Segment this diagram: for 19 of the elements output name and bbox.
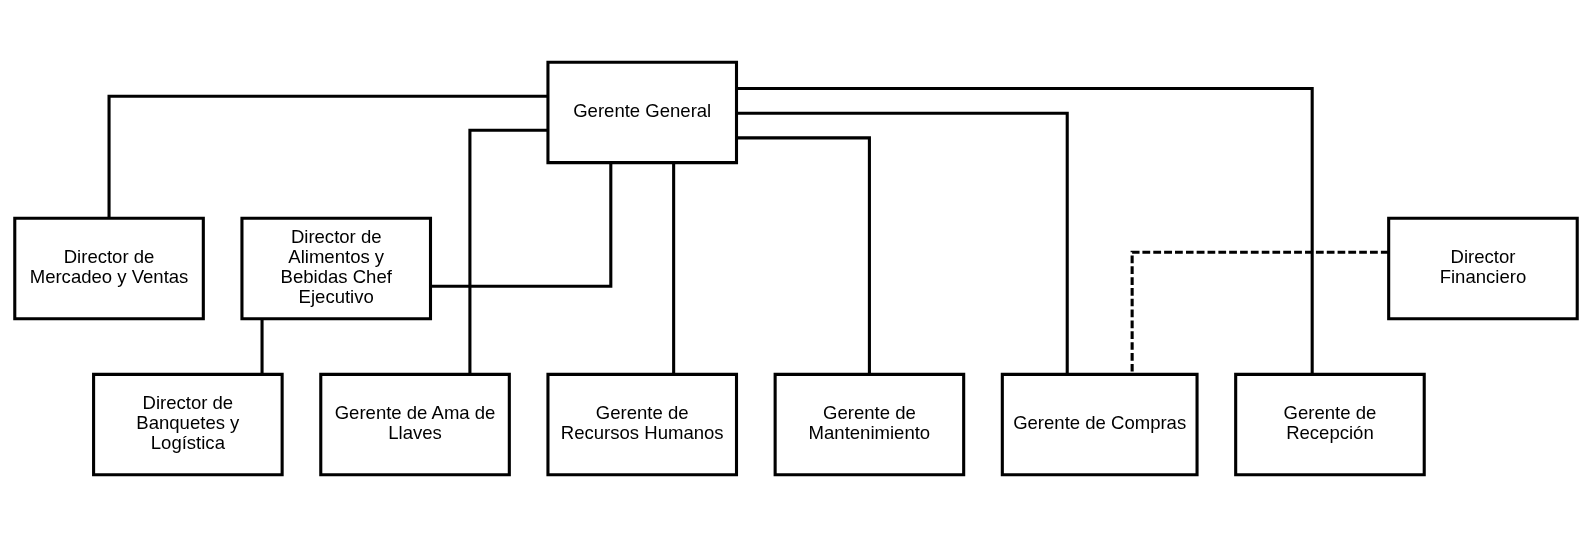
node-box: Gerente de Recepción (1234, 372, 1426, 477)
connector (260, 318, 264, 374)
connector (430, 162, 613, 288)
node-box: Gerente de Ama de Llaves (319, 372, 511, 477)
connector (736, 86, 1314, 375)
connector (468, 128, 548, 374)
connector (107, 94, 548, 219)
node-box: Gerente General (546, 60, 739, 165)
node-box: Director Financiero (1387, 216, 1579, 321)
node-box: Director de Mercadeo y Ventas (13, 216, 205, 321)
node-box: Director de Alimentos y Bebidas Chef Ejecutivo (240, 216, 433, 321)
connector (736, 111, 1069, 374)
connector (736, 136, 871, 374)
node-box: Gerente de Compras (1000, 372, 1199, 477)
connector (672, 163, 676, 375)
connector (1130, 250, 1389, 375)
node-box: Gerente de Mantenimiento (773, 372, 966, 477)
node-box: Gerente de Recursos Humanos (546, 372, 739, 477)
node-box: Director de Banquetes y Logística (92, 372, 284, 477)
